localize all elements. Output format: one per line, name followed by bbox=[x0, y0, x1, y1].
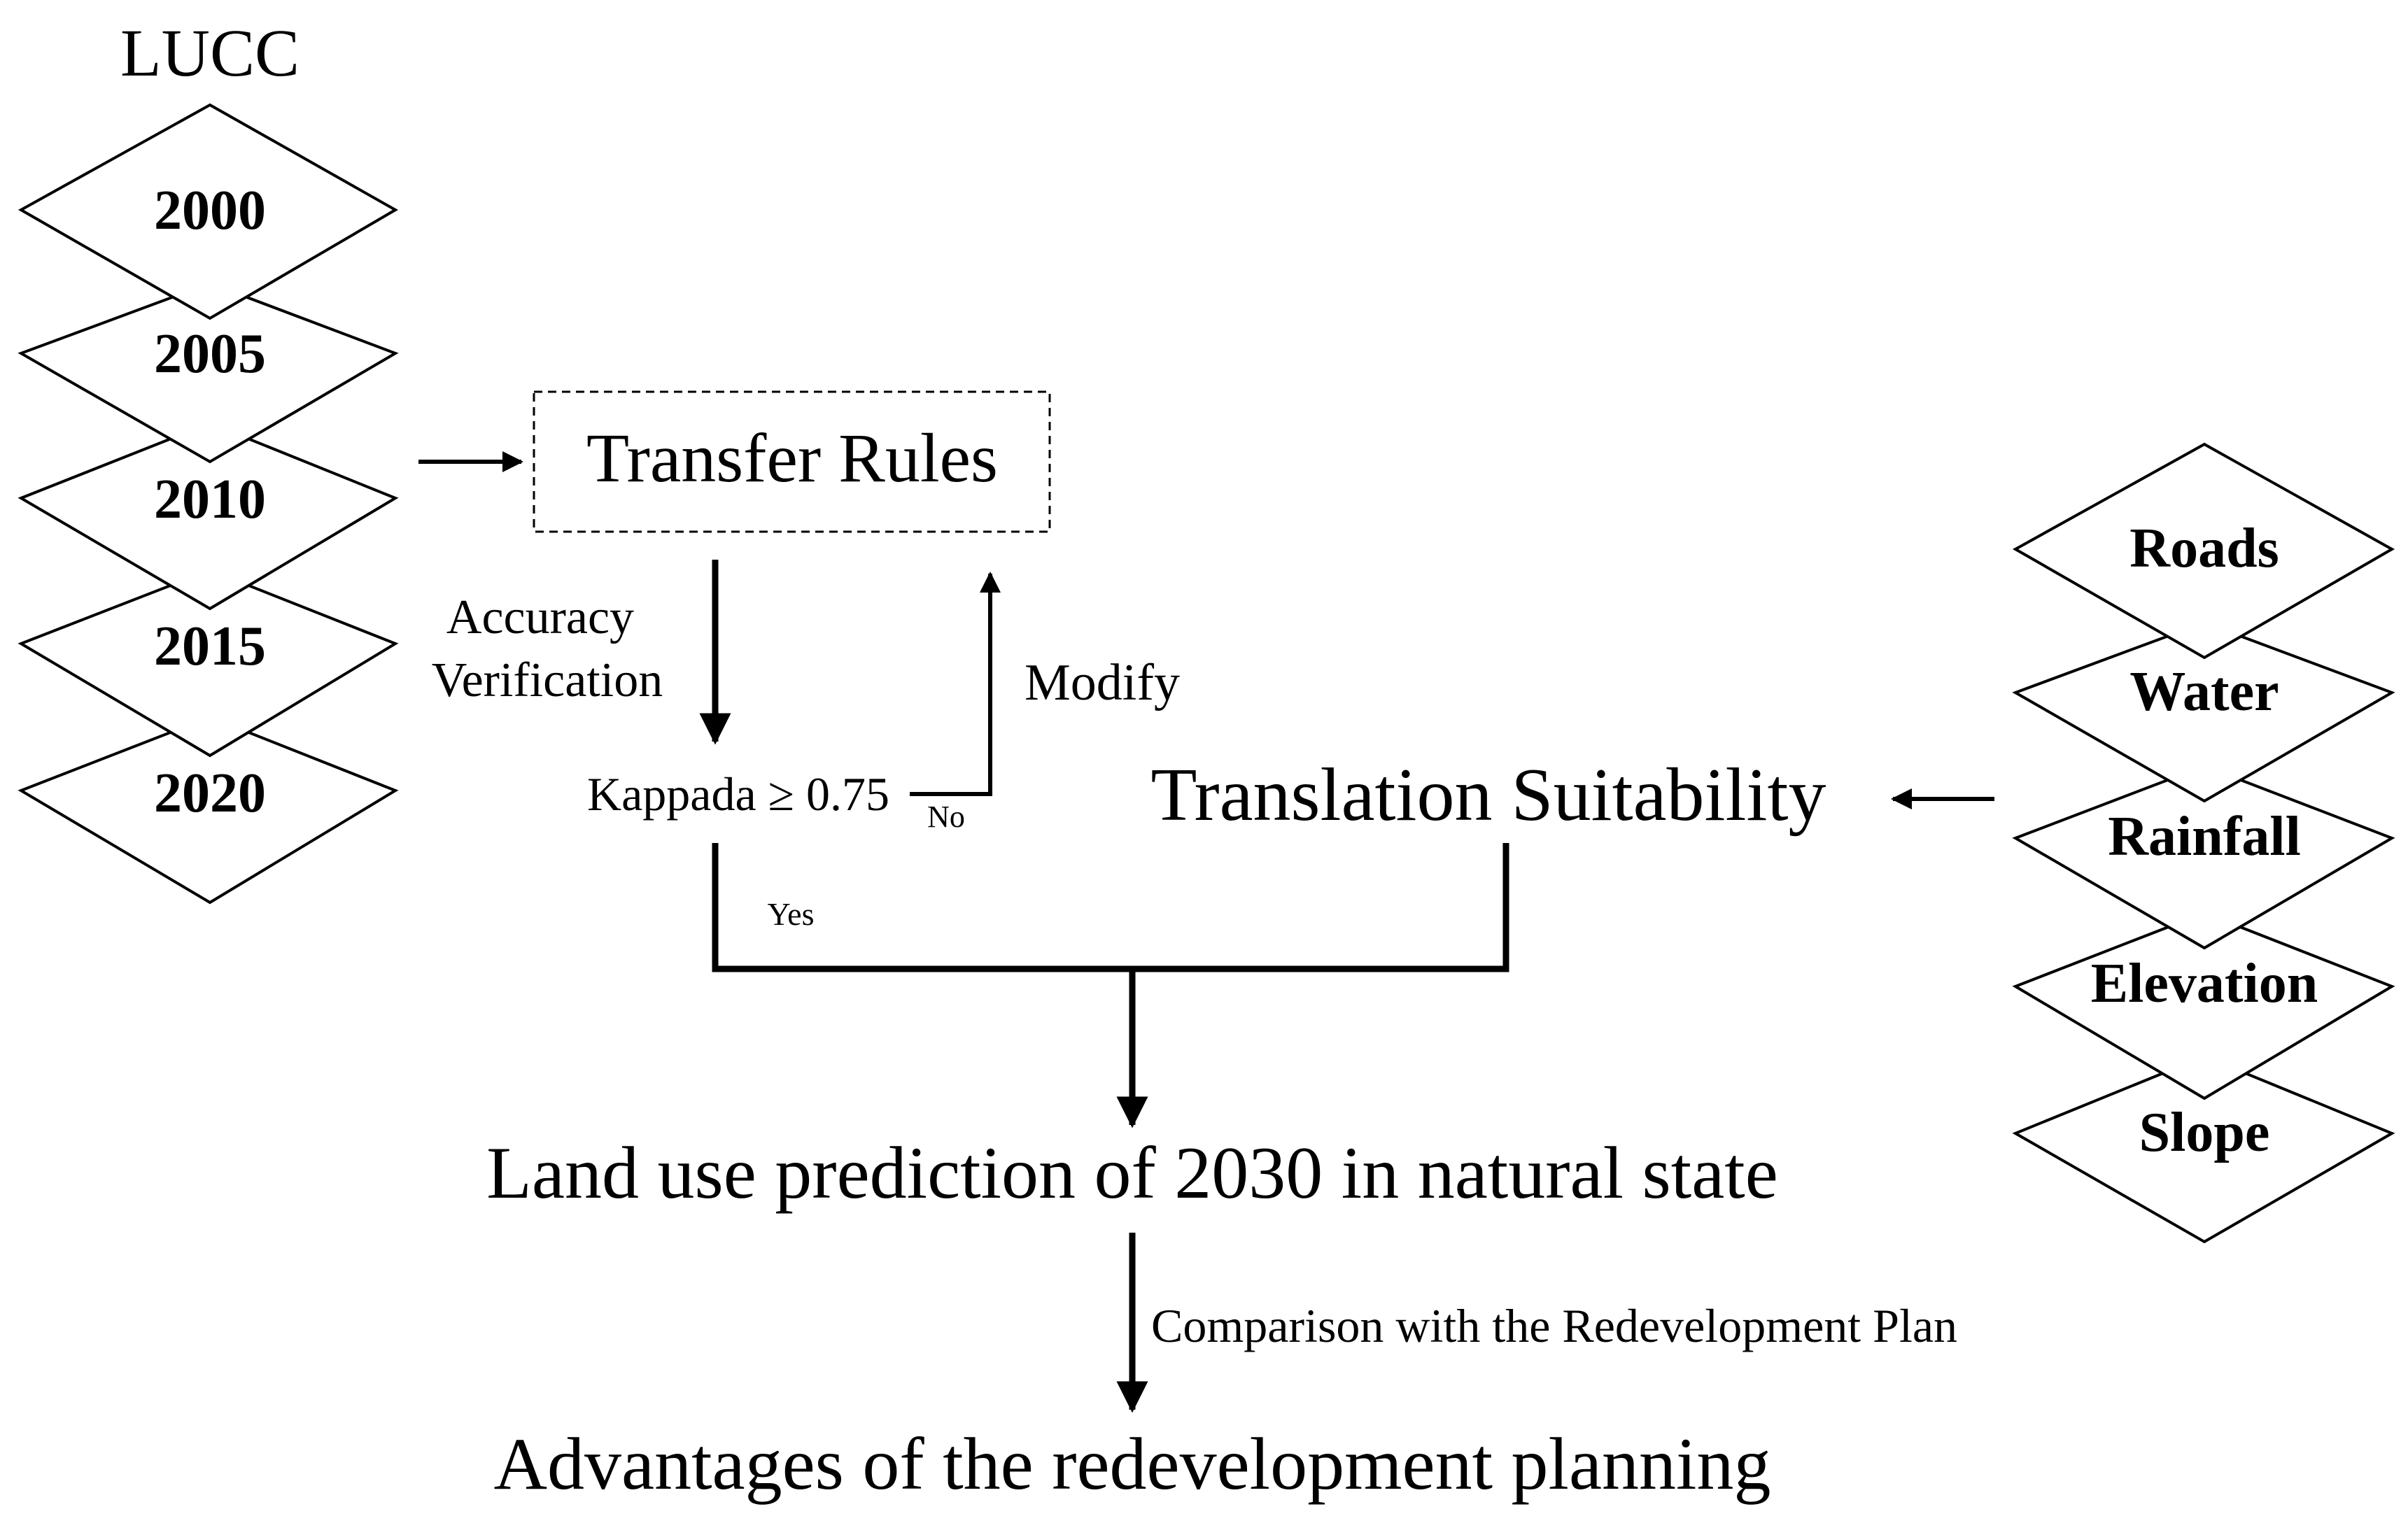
factor-roads: Roads bbox=[2129, 518, 2279, 579]
lucc-diamond-2020 bbox=[17, 715, 399, 905]
comparison-label: Comparison with the Redevelopment Plan bbox=[1151, 1299, 1957, 1352]
lucc-year-2020: 2020 bbox=[154, 763, 266, 824]
lucc-diamond-2015 bbox=[17, 568, 399, 758]
lucc-year-2015: 2015 bbox=[154, 616, 266, 677]
factor-slope: Slope bbox=[2139, 1102, 2270, 1163]
factor-water: Water bbox=[2129, 661, 2279, 723]
no-loop-line bbox=[910, 572, 1001, 796]
merge-bracket bbox=[712, 843, 1509, 972]
transfer-rules-box bbox=[533, 390, 1051, 533]
prediction-label: Land use prediction of 2030 in natural s… bbox=[486, 1132, 1778, 1214]
yes-label: Yes bbox=[768, 896, 815, 932]
factor-elevation: Elevation bbox=[2091, 953, 2318, 1014]
modify-label: Modify bbox=[1025, 654, 1180, 711]
no-label: No bbox=[927, 800, 965, 834]
factor-diamond-rainfall bbox=[2012, 764, 2395, 950]
lucc-diamond-2010 bbox=[17, 421, 399, 611]
lucc-diamond-2000 bbox=[17, 103, 399, 320]
lucc-stack: 2000 2005 2010 2015 2020 bbox=[17, 103, 399, 905]
factor-diamond-slope bbox=[2012, 1054, 2395, 1244]
transfer-rules-label: Transfer Rules bbox=[586, 419, 998, 497]
factors-stack: Roads Water Rainfall Elevation Slope bbox=[2012, 442, 2395, 1244]
lucc-year-2005: 2005 bbox=[154, 323, 266, 385]
lucc-diamond-2005 bbox=[17, 281, 399, 464]
lucc-title: LUCC bbox=[120, 15, 300, 90]
factor-diamond-roads bbox=[2012, 442, 2395, 660]
suitability-label: Translation Suitability bbox=[1150, 753, 1826, 837]
advantages-label: Advantages of the redevelopment planning bbox=[494, 1423, 1771, 1505]
factor-diamond-water bbox=[2012, 621, 2395, 803]
verification-line2: Verification bbox=[432, 653, 663, 707]
verification-line1: Accuracy bbox=[446, 590, 634, 644]
factor-rainfall: Rainfall bbox=[2108, 806, 2301, 867]
lucc-year-2000: 2000 bbox=[154, 180, 266, 241]
lucc-year-2010: 2010 bbox=[154, 469, 266, 530]
kappa-label: Kappada ≥ 0.75 bbox=[587, 767, 889, 821]
factor-diamond-elevation bbox=[2012, 911, 2395, 1100]
